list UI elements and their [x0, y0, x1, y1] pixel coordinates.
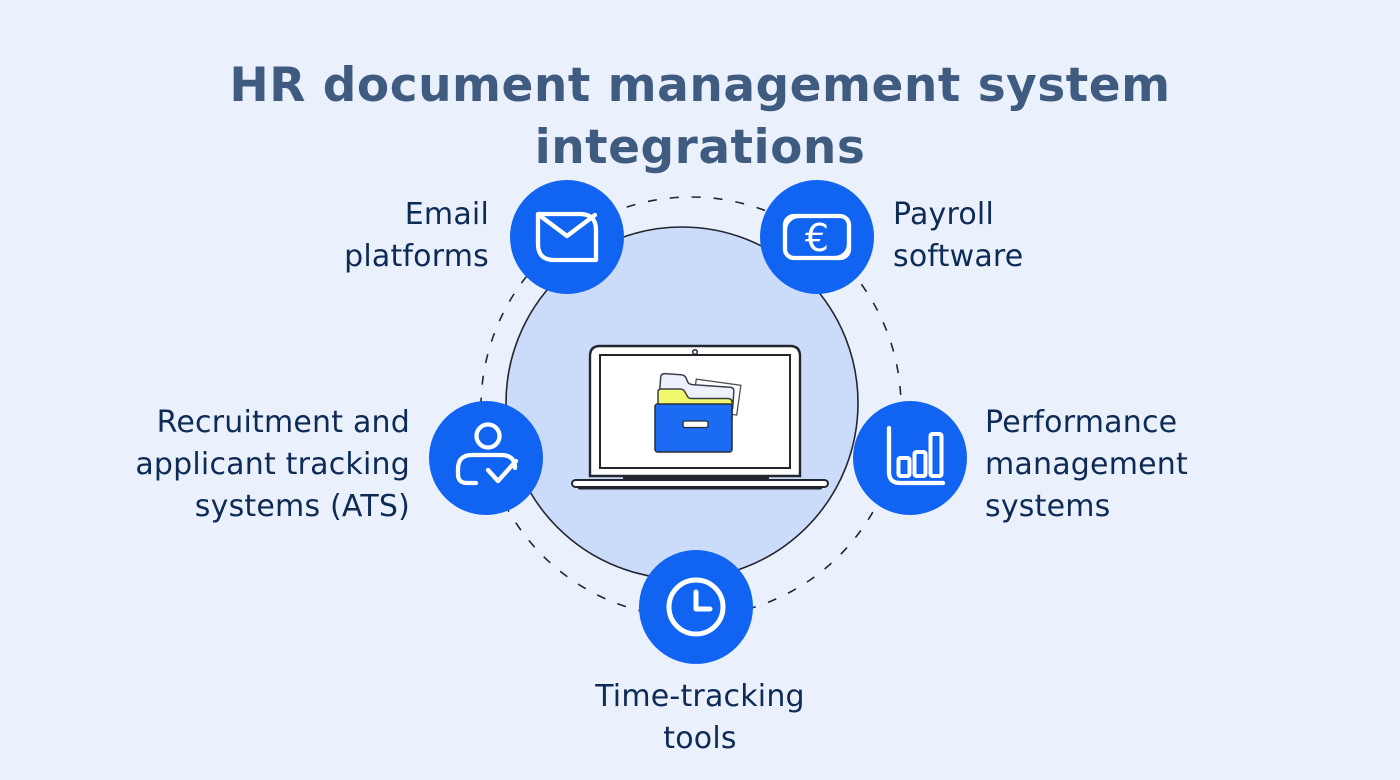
payroll-software-circle: € [760, 180, 874, 294]
euro-symbol: € [805, 216, 829, 260]
laptop-illustration [571, 344, 829, 490]
bar-chart-icon [853, 401, 967, 515]
time-tracking-circle [639, 550, 753, 664]
laptop-hinge [623, 476, 769, 481]
page-title: HR document management system integratio… [229, 58, 1171, 175]
recruitment-ats-circle [429, 401, 543, 515]
label-performance-management: Performance management systems [985, 405, 1188, 524]
laptop-base [571, 479, 829, 488]
label-time-tracking: Time-tracking tools [595, 679, 805, 756]
person-check-icon [429, 401, 543, 515]
folder-slot [682, 420, 709, 429]
label-recruitment-ats: Recruitment and applicant tracking syste… [135, 405, 410, 524]
banknote-euro-icon: € [760, 180, 874, 294]
envelope-icon [510, 180, 624, 294]
label-payroll-software: Payroll software [893, 197, 1024, 274]
label-email-platforms: Email platforms [344, 197, 489, 274]
email-platforms-circle [510, 180, 624, 294]
clock-icon [639, 550, 753, 664]
laptop-base-shadow [578, 486, 822, 490]
performance-management-circle [853, 401, 967, 515]
